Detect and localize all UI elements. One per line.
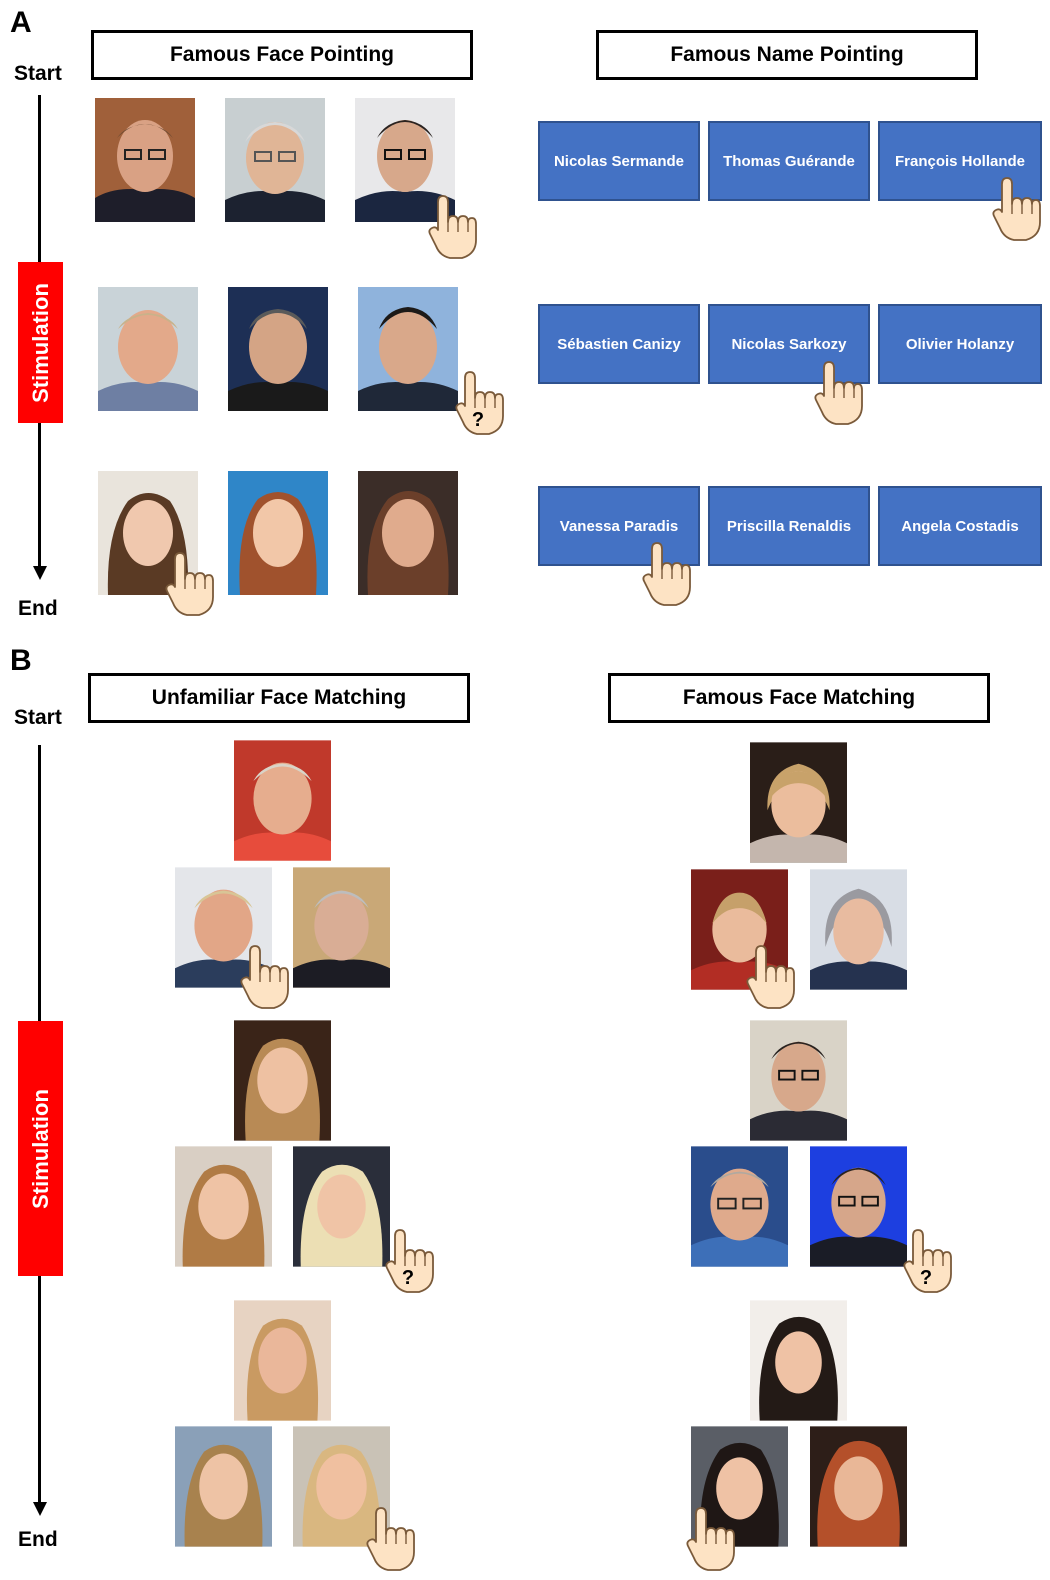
panel-b-timeline-arrowhead — [33, 1502, 47, 1516]
hand-question-mark: ? — [920, 1267, 932, 1289]
target-face-photo — [750, 742, 847, 863]
panel-b-end-label: End — [18, 1528, 58, 1551]
name-button[interactable]: Olivier Holanzy — [878, 304, 1042, 384]
name-button[interactable]: Nicolas Sarkozy — [708, 304, 870, 384]
panel-b-timeline-upper — [38, 745, 41, 1021]
pointing-hand-icon — [746, 945, 798, 1010]
name-button[interactable]: François Hollande — [878, 121, 1042, 201]
face-photo[interactable] — [691, 1146, 788, 1267]
pointing-hand-icon — [428, 195, 480, 260]
famous-face-matching-title: Famous Face Matching — [608, 673, 990, 723]
pointing-hand-question-icon: ? — [903, 1229, 955, 1294]
face-photo[interactable] — [810, 1146, 907, 1267]
pointing-hand-question-icon: ? — [385, 1229, 437, 1294]
panel-b-letter: B — [10, 644, 32, 677]
famous-face-pointing-title: Famous Face Pointing — [91, 30, 473, 80]
panel-a-timeline-upper — [38, 95, 41, 263]
face-photo[interactable] — [293, 1426, 390, 1547]
hand-question-mark: ? — [472, 409, 484, 431]
panel-a-letter: A — [10, 6, 32, 39]
pointing-hand-icon — [642, 542, 694, 607]
pointing-hand-icon — [165, 552, 217, 617]
face-photo[interactable] — [358, 471, 458, 595]
panel-a-timeline-lower — [38, 423, 41, 568]
face-photo[interactable] — [228, 287, 328, 411]
panel-a-end-label: End — [18, 597, 58, 620]
face-photo[interactable] — [293, 1146, 390, 1267]
face-photo[interactable] — [358, 287, 458, 411]
unfamiliar-face-matching-title: Unfamiliar Face Matching — [88, 673, 470, 723]
name-button[interactable]: Priscilla Renaldis — [708, 486, 870, 566]
panel-a-stimulation-bar: Stimulation — [18, 262, 63, 423]
name-button[interactable]: Nicolas Sermande — [538, 121, 700, 201]
pointing-hand-icon — [686, 1507, 738, 1572]
panel-a-timeline-arrowhead — [33, 566, 47, 580]
name-button[interactable]: Thomas Guérande — [708, 121, 870, 201]
panel-b-start-label: Start — [14, 706, 62, 729]
pointing-hand-question-icon: ? — [455, 371, 507, 436]
panel-b-stimulation-label: Stimulation — [27, 1088, 53, 1209]
panel-a-start-label: Start — [14, 62, 62, 85]
pointing-hand-icon — [992, 177, 1044, 242]
hand-question-mark: ? — [402, 1267, 414, 1289]
face-photo[interactable] — [228, 471, 328, 595]
panel-a-stimulation-label: Stimulation — [27, 282, 53, 403]
face-photo[interactable] — [225, 98, 325, 222]
face-photo[interactable] — [175, 1146, 272, 1267]
pointing-hand-icon — [814, 361, 866, 426]
face-photo[interactable] — [98, 287, 198, 411]
panel-b-stimulation-bar: Stimulation — [18, 1021, 63, 1276]
face-photo[interactable] — [810, 869, 907, 990]
face-photo[interactable] — [293, 867, 390, 988]
target-face-photo — [234, 1020, 331, 1141]
name-button[interactable]: Sébastien Canizy — [538, 304, 700, 384]
target-face-photo — [234, 1300, 331, 1421]
target-face-photo — [234, 740, 331, 861]
name-button[interactable]: Angela Costadis — [878, 486, 1042, 566]
face-photo[interactable] — [95, 98, 195, 222]
face-photo[interactable] — [810, 1426, 907, 1547]
pointing-hand-icon — [366, 1507, 418, 1572]
face-photo[interactable] — [691, 1426, 788, 1547]
famous-name-pointing-title: Famous Name Pointing — [596, 30, 978, 80]
panel-b-timeline-lower — [38, 1276, 41, 1504]
face-photo[interactable] — [175, 1426, 272, 1547]
target-face-photo — [750, 1300, 847, 1421]
name-button[interactable]: Vanessa Paradis — [538, 486, 700, 566]
pointing-hand-icon — [240, 945, 292, 1010]
target-face-photo — [750, 1020, 847, 1141]
